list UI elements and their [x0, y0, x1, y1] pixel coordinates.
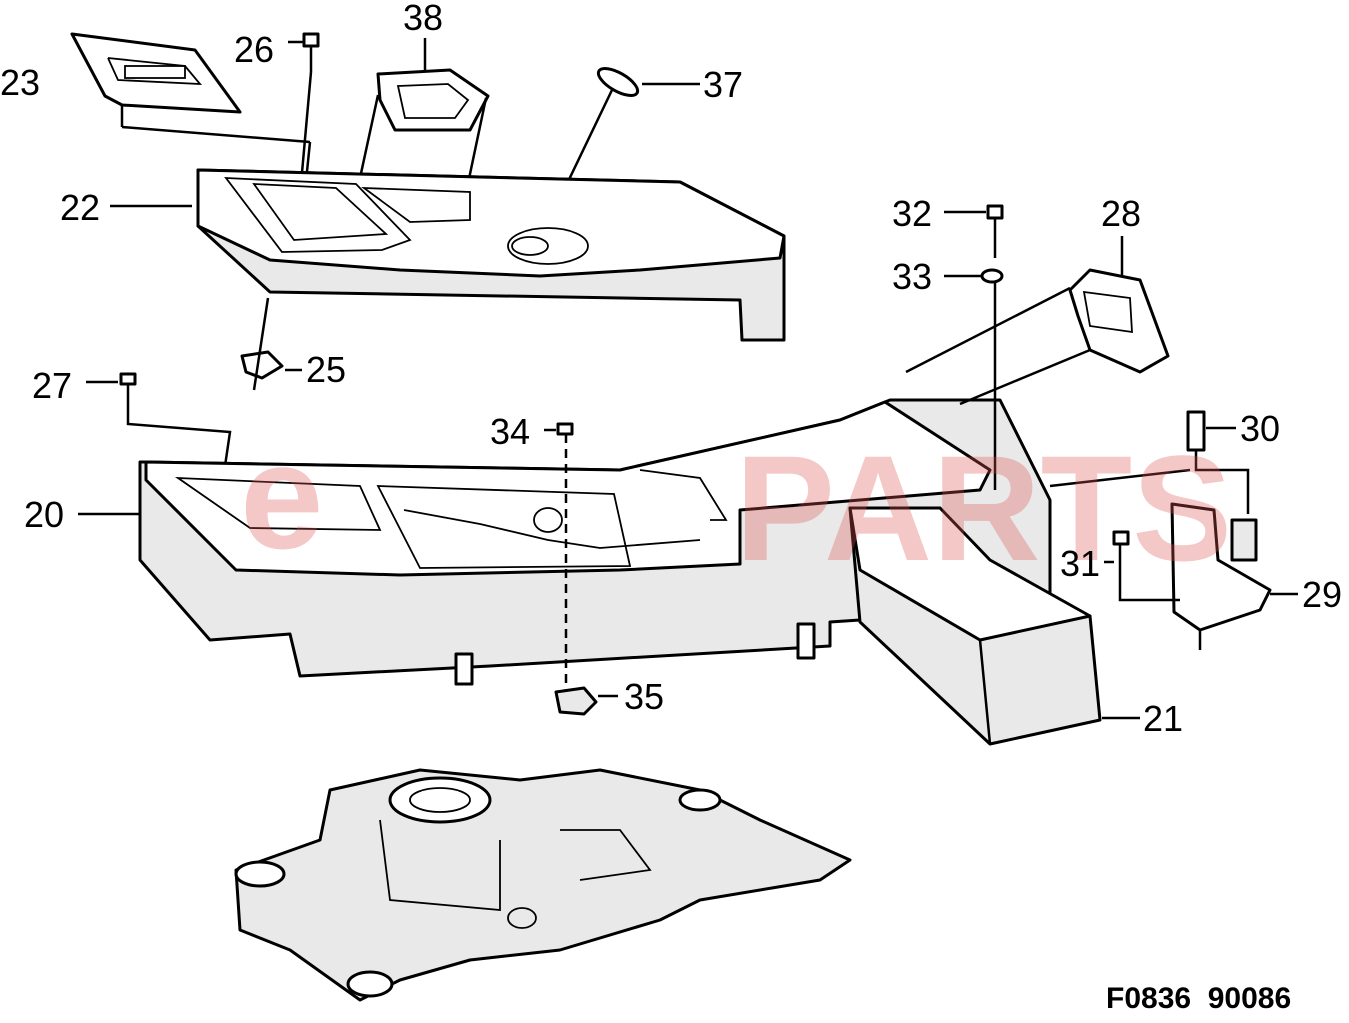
callout-32: 32 [892, 193, 932, 234]
part-31-bolt [1104, 530, 1180, 602]
watermark: e PARTS [240, 412, 1232, 592]
part-29-side-bracket [1170, 502, 1298, 650]
callout-33: 33 [892, 256, 932, 297]
callout-28: 28 [1101, 193, 1141, 234]
part-25-clip [240, 297, 302, 391]
callout-25: 25 [306, 349, 346, 390]
callout-31: 31 [1060, 543, 1100, 584]
part-35-clip-nut [554, 686, 618, 716]
callout-29: 29 [1302, 574, 1342, 615]
callout-38: 38 [403, 0, 443, 38]
callout-26: 26 [234, 29, 274, 70]
callout-35: 35 [624, 676, 664, 717]
part-38-bezel [358, 38, 490, 213]
part-30-stud [1049, 410, 1250, 514]
callout-34: 34 [490, 411, 530, 452]
callout-30: 30 [1240, 408, 1280, 449]
callout-23: 23 [0, 62, 40, 103]
callout-27: 27 [32, 365, 72, 406]
callout-22: 22 [60, 187, 100, 228]
part-21-rear-extension [848, 506, 1140, 746]
part-32-33-bolt-washer [944, 204, 1004, 490]
callout-37: 37 [703, 64, 743, 105]
part-23-switch-panel [70, 32, 312, 261]
callout-21: 21 [1143, 698, 1183, 739]
watermark-right-text: PARTS [735, 424, 1232, 592]
figure-code: F0836 90086 [1106, 982, 1291, 1015]
console-base-chassis [234, 768, 852, 1002]
part-34-screw [544, 422, 574, 690]
part-20-console-body [78, 398, 1052, 686]
callout-20: 20 [24, 494, 64, 535]
watermark-left-text: e [240, 412, 323, 580]
part-22-console-cover [110, 168, 786, 342]
part-28-rear-bracket [905, 236, 1170, 406]
part-26-screw [288, 32, 320, 196]
callout-labels: 20 21 22 23 25 26 27 28 29 30 31 32 33 3… [0, 0, 1342, 739]
